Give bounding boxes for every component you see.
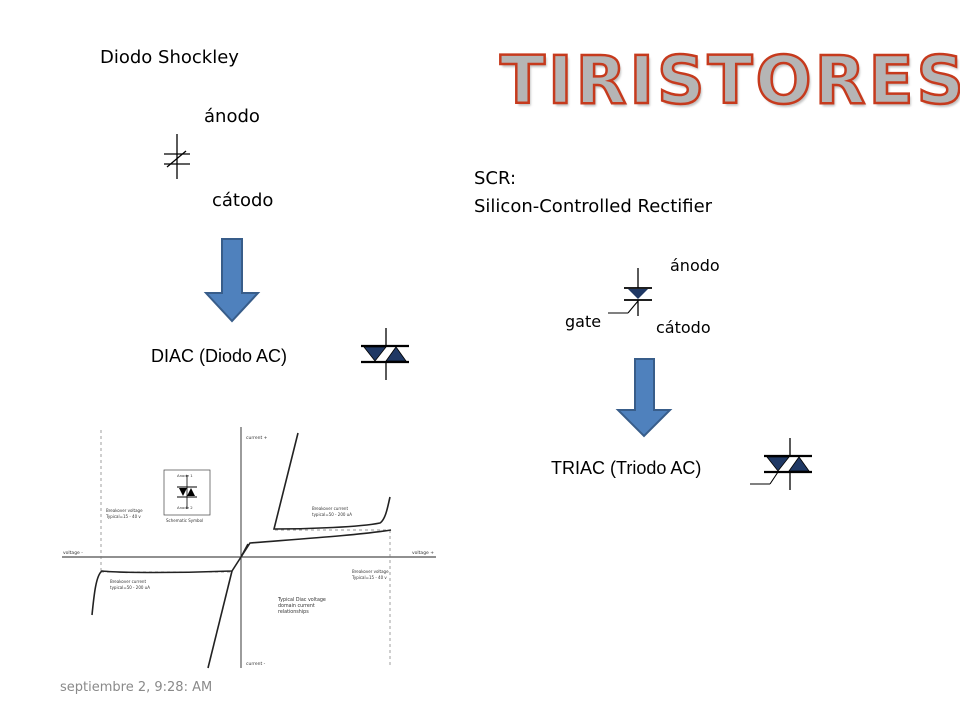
breakover-current-right-2: typical=50 - 200 uA [312,512,352,517]
triac-label: TRIAC (Triodo AC) [551,458,702,478]
shockley-diode-symbol [164,134,190,179]
footer-timestamp: septiembre 2, 9:28: AM [60,680,213,695]
breakover-current-right-1: Breakover current [312,506,348,511]
scr-heading-line1: SCR: [474,168,517,189]
breakover-current-left-1: Breakover current [110,579,146,584]
note-3: relationships [278,609,309,615]
slide-title: TIRISTORES [499,41,960,121]
diac-characteristic-graph: current + current - voltage + voltage - … [62,427,436,669]
scr-symbol [608,268,652,316]
inset-anode2: Anode 2 [177,505,193,510]
shockley-anode-label: ánodo [204,106,260,127]
label-current-neg: current - [246,661,266,667]
label-voltage-pos: voltage + [412,550,434,556]
characteristic-curve [272,432,391,530]
shockley-heading: Diodo Shockley [100,47,239,68]
arrow-down-right-icon [615,358,673,438]
breakover-voltage-right-2: Typical=15 - 40 v [351,575,387,580]
scr-heading-line2: Silicon-Controlled Rectifier [474,196,713,217]
note-2: domain current [278,603,315,609]
diac-symbol [361,328,409,380]
breakover-current-left-2: typical=50 - 200 uA [110,585,150,590]
breakover-voltage-right-1: Breakover voltage [352,569,389,574]
inset-caption: Schematic Symbol [166,518,203,523]
diac-label: DIAC (Diodo AC) [151,346,288,366]
scr-cathode-label: cátodo [656,318,711,337]
arrow-down-left-icon [203,238,261,323]
label-current-pos: current + [246,435,268,441]
scr-gate-label: gate [565,312,602,331]
breakover-voltage-left-1: Breakover voltage [106,508,143,513]
note-1: Typical Diac voltage [277,597,326,603]
inset-anode1: Anode 1 [177,473,193,478]
triac-symbol [750,438,812,490]
breakover-voltage-left-2: Typical=15 - 40 v [105,514,141,519]
shockley-cathode-label: cátodo [212,190,274,211]
scr-anode-label: ánodo [670,256,720,275]
label-voltage-neg: voltage - [63,550,83,556]
